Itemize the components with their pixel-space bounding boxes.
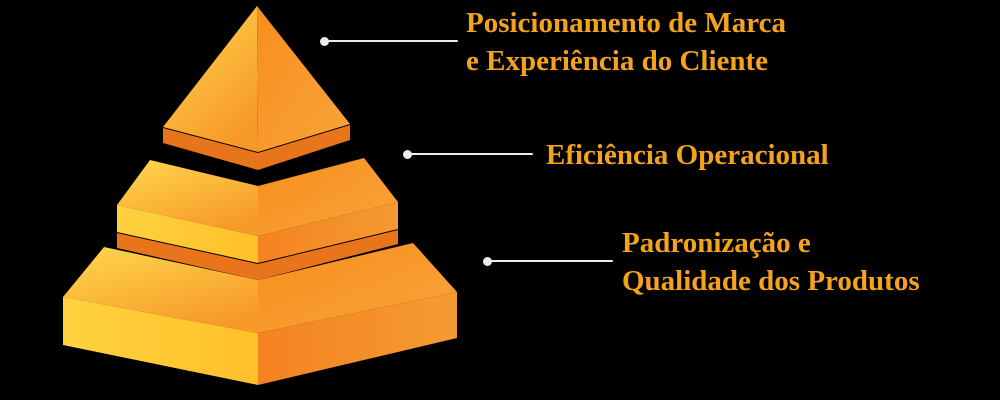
callout-label-middle: Eficiência Operacional <box>546 136 829 174</box>
callout-label-line: Qualidade dos Produtos <box>622 265 920 297</box>
callout-label-line: e Experiência do Cliente <box>466 45 769 77</box>
callout-label-line: Padronização e <box>622 227 811 259</box>
pyramid-tier-bottom-left-face <box>63 247 258 333</box>
callout-label-bottom: Padronização e Qualidade dos Produtos <box>622 224 920 300</box>
callout-dot-bottom <box>483 257 492 266</box>
pyramid-tier-middle-left-rim <box>117 205 258 263</box>
callout-dot-middle <box>403 150 412 159</box>
callout-label-line: Posicionamento de Marca <box>466 7 787 39</box>
callout-dot-top <box>320 37 329 46</box>
pyramid-tier-bottom-left-rim <box>63 297 258 385</box>
pyramid-tier-middle-left-face <box>117 160 258 236</box>
pyramid-graphic <box>63 6 457 385</box>
callout-label-line: Eficiência Operacional <box>546 139 829 171</box>
callout-label-top: Posicionamento de Marca e Experiência do… <box>466 4 786 80</box>
pyramid-step-shadow-upper <box>163 125 350 170</box>
pyramid-tier-bottom-right-face <box>258 243 457 333</box>
callout-line-bottom <box>491 260 613 262</box>
pyramid-tier-middle-right-face <box>258 158 398 236</box>
pyramid-tier-bottom-right-rim <box>258 292 457 385</box>
pyramid-step-shadow-lower <box>117 230 398 280</box>
pyramid-tier-middle-right-rim <box>258 202 398 263</box>
callout-line-middle <box>411 153 533 155</box>
pyramid-tier-top-left-face <box>163 6 258 152</box>
pyramid-tier-top-right-face <box>257 6 350 152</box>
callout-line-top <box>328 40 458 42</box>
